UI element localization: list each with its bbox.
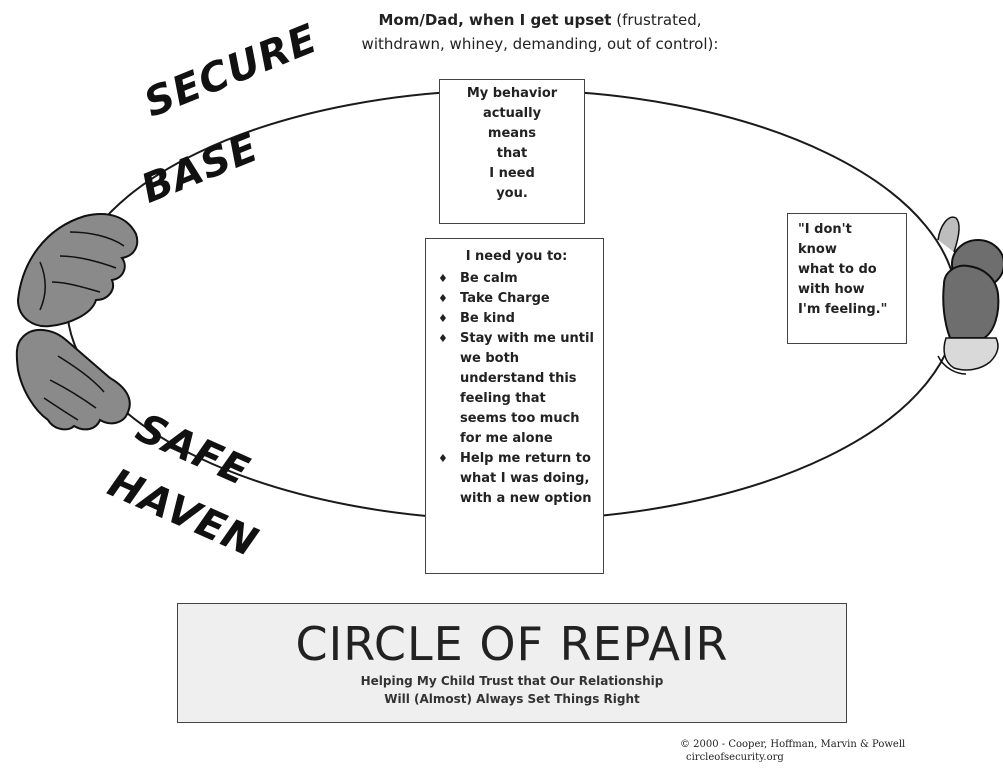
heading-rest: (frustrated, <box>611 11 702 29</box>
needs-item: ♦ Stay with me until we both understand t… <box>438 329 595 449</box>
diagram-title: CIRCLE OF REPAIR <box>295 617 729 671</box>
quote-line: I'm feeling." <box>798 302 888 317</box>
subtitle-line1: Helping My Child Trust that Our Relation… <box>360 674 664 688</box>
behavior-line: I need <box>489 166 535 181</box>
needs-list: ♦ Be calm ♦ Take Charge ♦ Be kind ♦ Stay wit… <box>438 269 595 509</box>
needs-item-text: Be kind <box>460 311 515 326</box>
needs-intro: I need you to: <box>465 249 568 264</box>
needs-item-text: Help me return to what I was doing, with… <box>460 451 592 506</box>
diamond-bullet-icon: ♦ <box>438 452 448 465</box>
cupped-hand-icon <box>15 329 131 431</box>
needs-item-text: Stay with me until we both understand th… <box>460 331 594 446</box>
diamond-bullet-icon: ♦ <box>438 292 448 305</box>
child-quote-box: "I don't know what to do with how I'm fe… <box>787 213 907 344</box>
quote-line: what to do <box>798 262 877 277</box>
needs-item: ♦ Help me return to what I was doing, wit… <box>438 449 595 509</box>
behavior-line: that <box>496 146 528 161</box>
behavior-line: My behavior <box>466 86 558 101</box>
needs-item: ♦ Take Charge <box>438 289 595 309</box>
behavior-line: actually <box>482 106 542 121</box>
open-hand-palm-up-icon <box>16 213 139 328</box>
needs-item: ♦ Be calm <box>438 269 595 289</box>
copyright-line: © 2000 - Cooper, Hoffman, Marvin & Powel… <box>680 739 906 750</box>
diamond-bullet-icon: ♦ <box>438 312 448 325</box>
needs-item: ♦ Be kind <box>438 309 595 329</box>
copyright-url: circleofsecurity.org <box>686 752 784 763</box>
subtitle-line2: Will (Almost) Always Set Things Right <box>384 692 640 706</box>
child-figure-icon <box>937 216 1003 375</box>
diamond-bullet-icon: ♦ <box>438 272 448 285</box>
needs-item-text: Be calm <box>460 271 518 286</box>
behavior-line: you. <box>496 186 528 201</box>
behavior-line: means <box>487 126 537 141</box>
heading-line2: withdrawn, whiney, demanding, out of con… <box>361 35 719 53</box>
copyright-notice: © 2000 - Cooper, Hoffman, Marvin & Powel… <box>680 738 905 764</box>
title-box: CIRCLE OF REPAIR Helping My Child Trust … <box>177 603 847 723</box>
needs-item-text: Take Charge <box>460 291 550 306</box>
diagram-heading: Mom/Dad, when I get upset (frustrated, w… <box>290 8 790 56</box>
behavior-meaning-box: My behavior actually means that I need y… <box>439 79 585 224</box>
heading-bold: Mom/Dad, when I get upset <box>378 11 612 29</box>
needs-list-box: I need you to: ♦ Be calm ♦ Take Charge ♦ Be… <box>425 238 604 574</box>
quote-line: "I don't <box>798 222 852 237</box>
quote-line: know <box>798 242 837 257</box>
quote-line: with how <box>798 282 865 297</box>
diamond-bullet-icon: ♦ <box>438 332 448 345</box>
